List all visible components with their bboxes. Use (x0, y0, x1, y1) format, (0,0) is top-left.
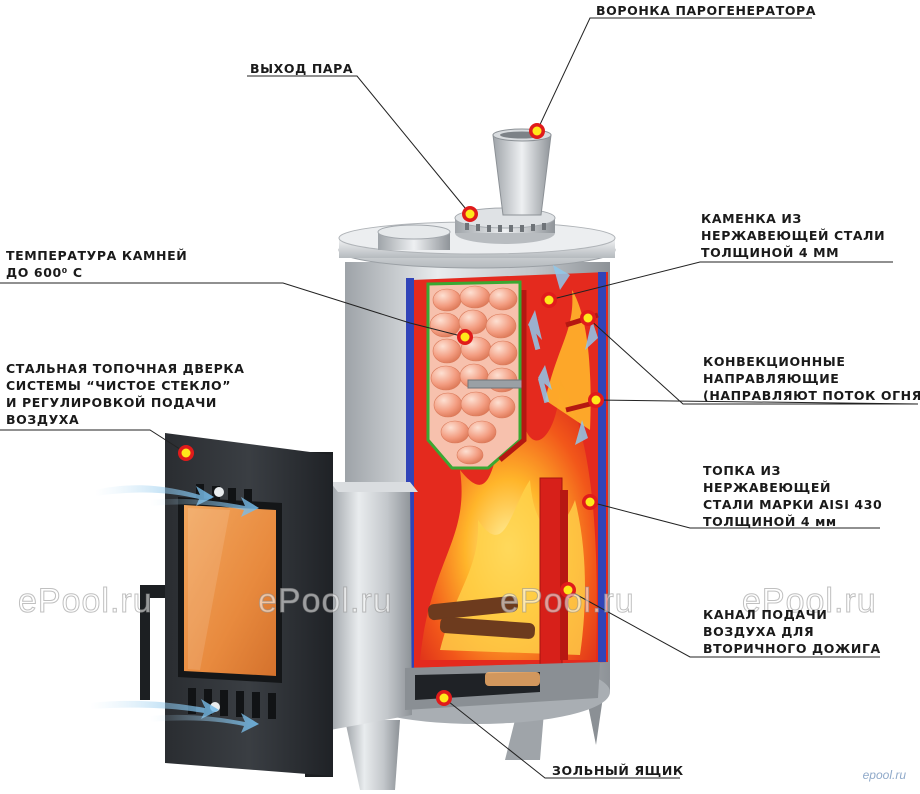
label-steam-outlet: ВЫХОД ПАРА (250, 61, 354, 76)
label-guides: КОНВЕКЦИОННЫЕ НАПРАВЛЯЮЩИЕ (НАПРАВЛЯЮТ П… (703, 354, 920, 403)
marker-firebox (582, 494, 598, 510)
watermark: ePool.ru (258, 582, 393, 621)
marker-ash-box (436, 690, 452, 706)
marker-guide-upper (580, 310, 596, 326)
watermark-small: epool.ru (862, 768, 906, 782)
watermark: ePool.ru (18, 582, 153, 621)
marker-steam-outlet (462, 206, 478, 222)
marker-stones (457, 329, 473, 345)
marker-air-channel (560, 582, 576, 598)
watermark: ePool.ru (500, 582, 635, 621)
label-stones-temp: ТЕМПЕРАТУРА КАМНЕЙ ДО 600⁰ С (6, 248, 188, 280)
marker-heater (541, 292, 557, 308)
label-air-channel: КАНАЛ ПОДАЧИ ВОЗДУХА ДЛЯ ВТОРИЧНОГО ДОЖИ… (703, 607, 881, 656)
chimney-stub (377, 224, 451, 250)
marker-funnel (529, 123, 545, 139)
label-firebox: ТОПКА ИЗ НЕРЖАВЕЮЩЕЙ СТАЛИ МАРКИ AISI 43… (703, 463, 883, 529)
stone-chamber (426, 280, 525, 470)
label-door: СТАЛЬНАЯ ТОПОЧНАЯ ДВЕРКА СИСТЕМЫ “ЧИСТОЕ… (6, 361, 245, 427)
label-funnel: ВОРОНКА ПАРОГЕНЕРАТОРА (596, 3, 817, 18)
callout-markers (178, 123, 604, 706)
leader-lines (0, 17, 919, 779)
label-heater: КАМЕНКА ИЗ НЕРЖАВЕЮЩЕЙ СТАЛИ ТОЛЩИНОЙ 4 … (701, 211, 886, 260)
label-ash-box: ЗОЛЬНЫЙ ЯЩИК (552, 763, 684, 778)
steam-generator-funnel (492, 128, 552, 216)
watermark: ePool.ru (742, 582, 877, 621)
firebox-tunnel (330, 482, 418, 730)
convection-arrows (528, 265, 598, 445)
marker-door (178, 445, 194, 461)
marker-guide-lower (588, 392, 604, 408)
air-flow-arrows (90, 485, 259, 733)
stove-door (140, 433, 333, 777)
